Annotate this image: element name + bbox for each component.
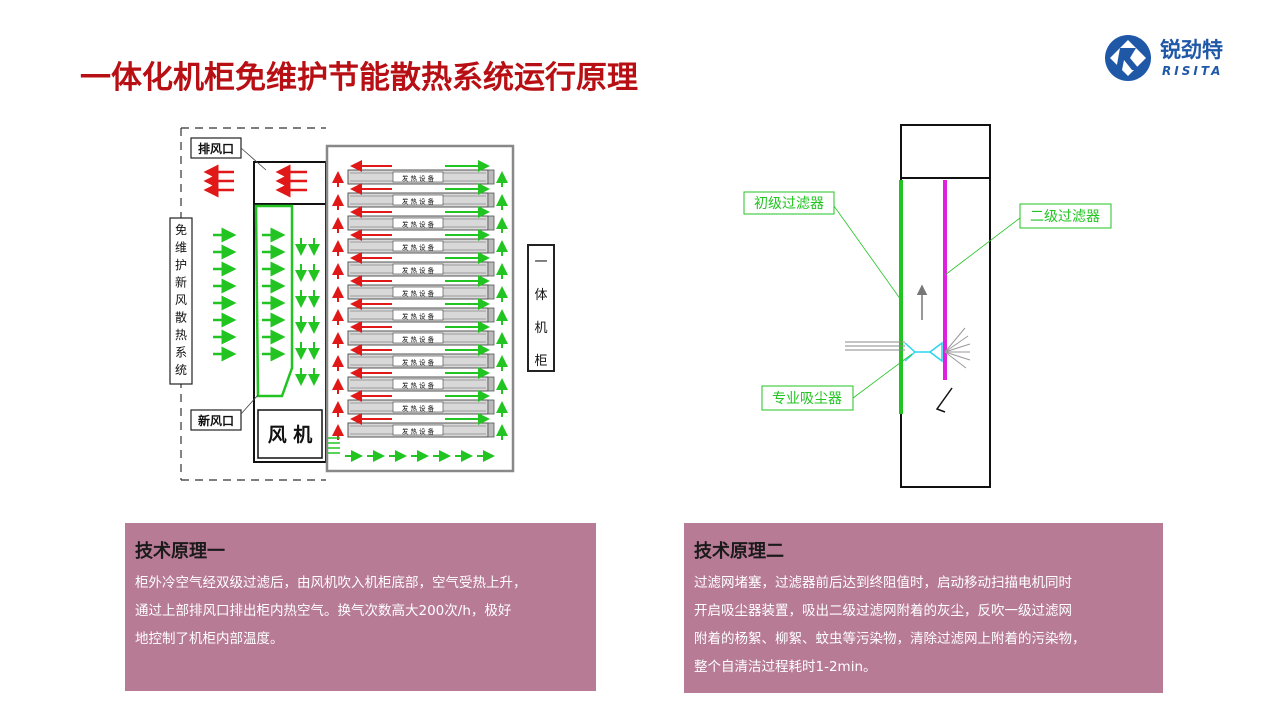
panel-2-line: 整个自清洁过程耗时1-2min。 bbox=[694, 659, 877, 675]
device-tag bbox=[392, 217, 444, 229]
device-cap bbox=[487, 330, 495, 346]
device-cap bbox=[487, 169, 495, 185]
device-tag bbox=[392, 424, 444, 436]
vertical-label-char: 护 bbox=[175, 258, 187, 272]
vertical-label-char: 维 bbox=[175, 241, 187, 255]
panel-2-line: 过滤网堵塞，过滤器前后达到终阻值时，启动移动扫描电机同时 bbox=[694, 575, 1072, 591]
device-cap bbox=[487, 422, 495, 438]
device-label: 发 热 设 备 bbox=[402, 427, 435, 436]
device-tag bbox=[392, 401, 444, 413]
device-cap bbox=[487, 376, 495, 392]
device-cap bbox=[487, 238, 495, 254]
device-tag bbox=[392, 286, 444, 298]
device-cap bbox=[487, 284, 495, 300]
page-title: 一体化机柜免维护节能散热系统运行原理 bbox=[80, 60, 638, 96]
heat-devices: 发 热 设 备发 热 设 备发 热 设 备发 热 设 备发 热 设 备发 热 设… bbox=[347, 169, 495, 438]
vertical-label-char: 统 bbox=[175, 363, 187, 377]
logo-emblem-icon bbox=[1105, 35, 1151, 81]
vertical-label-char: 热 bbox=[175, 328, 187, 342]
vertical-label-char: 机 bbox=[534, 321, 547, 336]
device-cap bbox=[487, 261, 495, 277]
panel-1-line: 地控制了机柜内部温度。 bbox=[135, 631, 284, 647]
device-label: 发 热 设 备 bbox=[402, 243, 435, 252]
intake-label: 新风口 bbox=[198, 413, 234, 428]
vertical-label-char: 免 bbox=[175, 222, 187, 237]
panel-1-line: 通过上部排风口排出柜内热空气。换气次数高大200次/h，极好 bbox=[135, 603, 512, 619]
fan-label: 风 机 bbox=[268, 424, 313, 446]
device-label: 发 热 设 备 bbox=[402, 220, 435, 229]
panel-2-body: 过滤网堵塞，过滤器前后达到终阻值时，启动移动扫描电机同时 开启吸尘器装置，吸出二… bbox=[694, 569, 1153, 681]
vertical-label-char: 风 bbox=[175, 293, 187, 307]
secondary-filter-label: 二级过滤器 bbox=[1030, 209, 1100, 225]
principle-panel-1: 技术原理一 柜外冷空气经双级过滤后，由风机吹入机柜底部，空气受热上升， 通过上部… bbox=[125, 523, 596, 691]
vertical-label-char: 新 bbox=[175, 275, 187, 290]
vertical-label-char: 一 bbox=[534, 255, 547, 270]
device-cap bbox=[487, 192, 495, 208]
device-cap bbox=[487, 353, 495, 369]
company-logo: 锐劲特 RISITA bbox=[1102, 32, 1242, 84]
device-label: 发 热 设 备 bbox=[402, 404, 435, 413]
principle-panel-2: 技术原理二 过滤网堵塞，过滤器前后达到终阻值时，启动移动扫描电机同时 开启吸尘器… bbox=[684, 523, 1163, 693]
airflow-arrows bbox=[203, 160, 508, 462]
device-cap bbox=[487, 215, 495, 231]
device-tag bbox=[392, 309, 444, 321]
vacuum-label: 专业吸尘器 bbox=[772, 391, 842, 407]
device-label: 发 热 设 备 bbox=[402, 312, 435, 321]
panel-2-line: 附着的杨絮、柳絮、蚊虫等污染物，清除过滤网上附着的污染物， bbox=[694, 631, 1086, 647]
device-tag bbox=[392, 263, 444, 275]
device-tag bbox=[392, 240, 444, 252]
device-tag bbox=[392, 378, 444, 390]
device-label: 发 热 设 备 bbox=[402, 335, 435, 344]
vertical-label-char: 散 bbox=[175, 310, 187, 325]
right-filter-diagram: 初级过滤器 二级过滤器 专业吸尘器 bbox=[743, 124, 1112, 488]
device-tag bbox=[392, 194, 444, 206]
device-tag bbox=[392, 355, 444, 367]
panel-1-body: 柜外冷空气经双级过滤后，由风机吹入机柜底部，空气受热上升， 通过上部排风口排出柜… bbox=[135, 569, 586, 653]
device-label: 发 热 设 备 bbox=[402, 174, 435, 183]
device-cap bbox=[487, 399, 495, 415]
logo-text-en: RISITA bbox=[1162, 64, 1224, 78]
vertical-label-char: 系 bbox=[175, 346, 187, 360]
panel-2-line: 开启吸尘器装置，吸出二级过滤网附着的灰尘，反吹一级过滤网 bbox=[694, 603, 1072, 619]
vertical-label-char: 体 bbox=[534, 288, 547, 303]
device-tag bbox=[392, 332, 444, 344]
exhaust-label: 排风口 bbox=[198, 141, 234, 156]
panel-2-title: 技术原理二 bbox=[694, 541, 784, 562]
logo-text-cn: 锐劲特 bbox=[1160, 38, 1223, 62]
device-tag bbox=[392, 171, 444, 183]
device-label: 发 热 设 备 bbox=[402, 358, 435, 367]
device-label: 发 热 设 备 bbox=[402, 289, 435, 298]
panel-1-line: 柜外冷空气经双级过滤后，由风机吹入机柜底部，空气受热上升， bbox=[135, 575, 527, 591]
vertical-label-char: 柜 bbox=[534, 354, 547, 369]
device-label: 发 热 设 备 bbox=[402, 381, 435, 390]
primary-filter-label: 初级过滤器 bbox=[754, 195, 824, 212]
panel-1-title: 技术原理一 bbox=[135, 541, 225, 562]
device-label: 发 热 设 备 bbox=[402, 266, 435, 275]
device-label: 发 热 设 备 bbox=[402, 197, 435, 206]
vacuum-nozzle-icon bbox=[904, 341, 943, 363]
device-cap bbox=[487, 307, 495, 323]
